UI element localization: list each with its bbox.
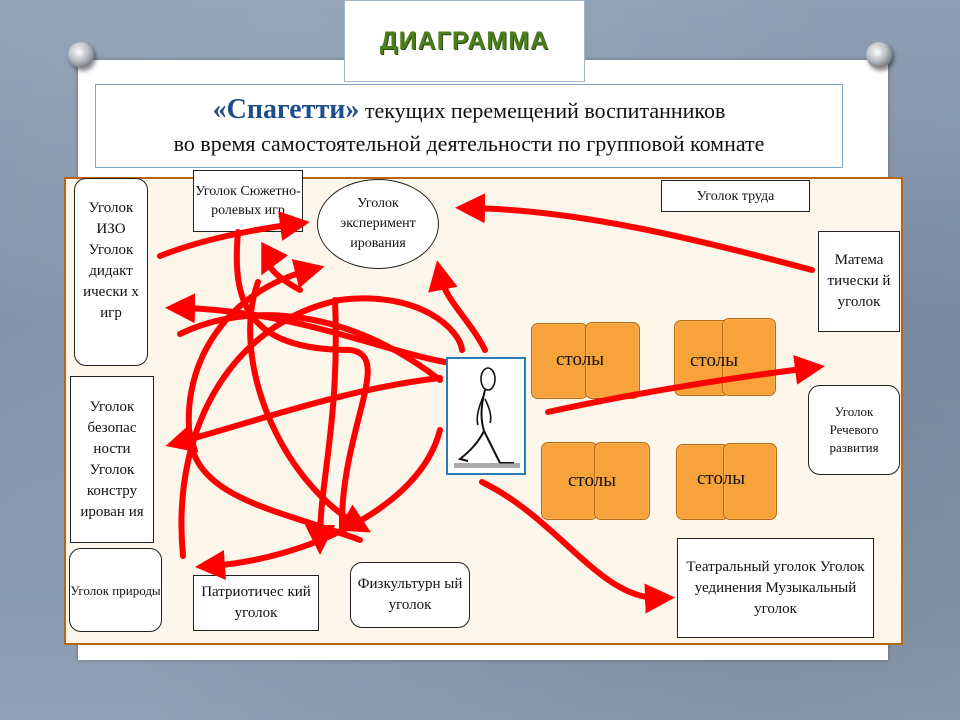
zone-theatre-music: Театральный уголок Уголок уединения Музы… (677, 538, 874, 638)
tables-label: столы (697, 468, 745, 489)
arrow-path (428, 260, 488, 353)
table-piece (723, 443, 777, 520)
tables-label: столы (568, 470, 616, 491)
pushpin-icon-left (68, 42, 94, 68)
header-tab: ДИАГРАММА (344, 0, 585, 82)
walking-person-icon (446, 357, 526, 475)
arrow-path (479, 479, 675, 614)
arrow-path (455, 193, 815, 273)
title-rest: текущих перемещений воспитанников (359, 98, 726, 123)
arrow-path (178, 295, 465, 559)
zone-patriotic: Патриотичес кий уголок (193, 575, 319, 631)
zone-labor: Уголок труда (661, 180, 810, 212)
title-line-2: во время самостоятельной деятельности по… (173, 131, 765, 156)
title-line-1: «Спагетти» текущих перемещений воспитанн… (96, 93, 842, 127)
zone-nature: Уголок природы (69, 548, 162, 632)
title-quoted: «Спагетти» (212, 94, 360, 125)
zone-izo-didactic: Уголок ИЗО Уголок дидакт ически х игр (74, 178, 148, 366)
pushpin-icon-right (866, 42, 892, 68)
table-piece (676, 444, 729, 520)
arrow-path (157, 211, 310, 259)
zone-safety-construction: Уголок безопас ности Уголок констру иров… (70, 376, 154, 543)
table-piece (531, 323, 588, 399)
table-piece (541, 442, 598, 520)
table-piece (722, 318, 776, 396)
arrow-path (545, 354, 825, 415)
tables-label: столы (690, 350, 738, 371)
arrow-path (165, 375, 443, 453)
arrow-path (233, 229, 371, 533)
arrow-path (305, 297, 339, 555)
zone-math: Матема тически й уголок (818, 231, 900, 332)
zone-speech: Уголок Речевого развития (808, 385, 900, 475)
table-piece (594, 442, 650, 520)
arrow-path (165, 293, 448, 365)
arrow-path (261, 241, 303, 293)
header-tab-label: ДИАГРАММА (379, 26, 550, 55)
slide-title: «Спагетти» текущих перемещений воспитанн… (95, 84, 843, 168)
zone-physical: Физкультурн ый уголок (350, 562, 470, 628)
tables-label: столы (556, 349, 604, 370)
arrow-path (185, 259, 363, 543)
arrow-path (177, 312, 443, 383)
zone-experiment: Уголок эксперимент ирования (317, 179, 439, 269)
